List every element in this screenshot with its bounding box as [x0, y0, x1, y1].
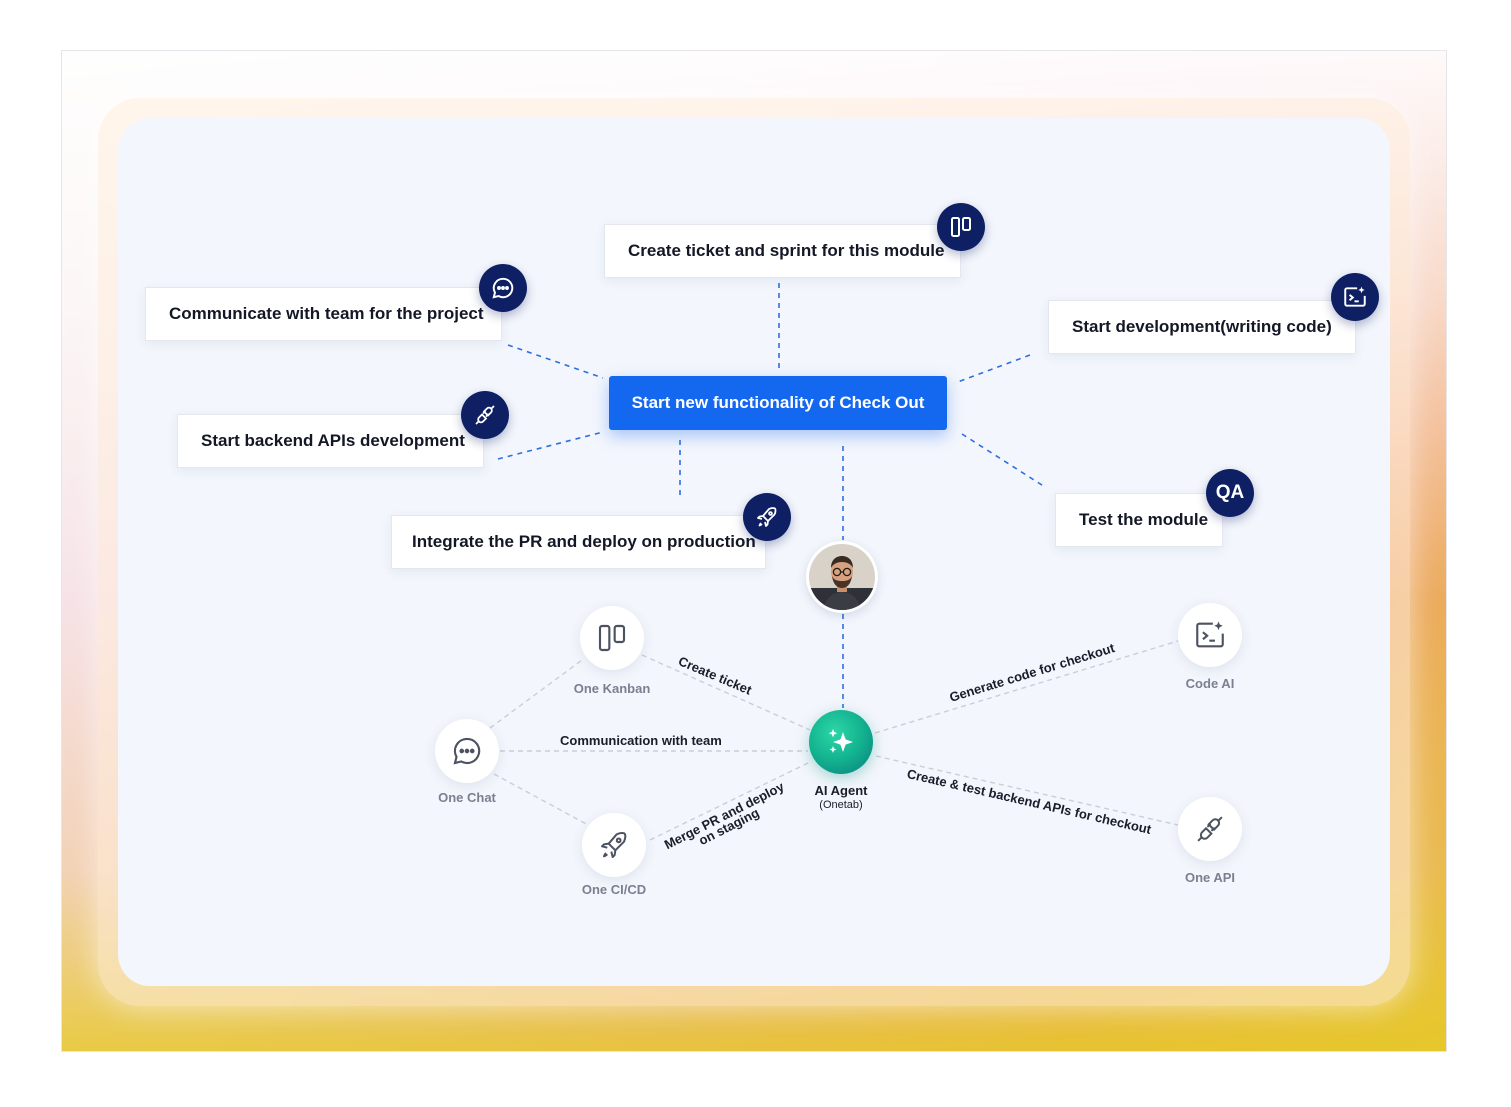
edge-chat-kanban — [489, 659, 583, 729]
tool-one-kanban[interactable] — [580, 606, 644, 670]
task-label: Communicate with team for the project — [169, 304, 484, 323]
task-label: Integrate the PR and deploy on productio… — [412, 532, 756, 551]
sparkle-icon — [828, 729, 853, 753]
rocket-icon — [757, 507, 777, 527]
chat-icon — [453, 737, 481, 765]
task-development[interactable]: Start development(writing code) — [1048, 300, 1356, 354]
plug-badge — [461, 391, 509, 439]
connector-development — [954, 354, 1031, 384]
rocket-icon — [601, 832, 627, 858]
tool-code-ai[interactable] — [1178, 603, 1242, 667]
tool-one-chat-label: One Chat — [438, 790, 496, 805]
qa-badge: QA — [1206, 469, 1254, 517]
ai-agent-label: AI Agent (Onetab) — [771, 783, 911, 813]
tool-one-kanban-label: One Kanban — [573, 681, 651, 696]
task-label: Start backend APIs development — [201, 431, 465, 450]
task-label: Test the module — [1079, 510, 1209, 529]
kanban-icon — [598, 624, 626, 652]
plug-icon — [1197, 816, 1223, 842]
task-create-ticket[interactable]: Create ticket and sprint for this module — [604, 224, 961, 278]
tool-code-ai-label: Code AI — [1185, 676, 1235, 691]
kanban-icon — [951, 217, 971, 237]
central-task[interactable]: Start new functionality of Check Out — [609, 376, 947, 430]
rocket-badge — [743, 493, 791, 541]
ai-agent-node[interactable] — [809, 710, 873, 774]
ai-agent-sub: (Onetab) — [819, 799, 863, 811]
tool-one-api[interactable] — [1178, 797, 1242, 861]
edge-kanban-agent — [641, 654, 811, 731]
task-backend[interactable]: Start backend APIs development — [177, 414, 484, 468]
code-ai-badge — [1331, 273, 1379, 321]
tool-one-cicd-label: One CI/CD — [581, 882, 647, 897]
tool-one-cicd[interactable] — [582, 813, 646, 877]
ai-agent-name: AI Agent — [814, 783, 868, 798]
tool-one-chat[interactable] — [435, 719, 499, 783]
tool-one-api-label: One API — [1184, 870, 1236, 885]
chat-icon — [492, 277, 514, 299]
code-ai-icon — [1344, 286, 1366, 307]
edge-label-communication: Communication with team — [560, 733, 722, 748]
task-label: Start development(writing code) — [1072, 317, 1332, 336]
edge-chat-cicd — [493, 773, 591, 827]
kanban-badge — [937, 203, 985, 251]
person-portrait-icon — [809, 544, 875, 610]
task-label: Create ticket and sprint for this module — [628, 241, 945, 260]
edge-api-agent — [875, 755, 1179, 826]
edge-cicd-agent — [649, 761, 811, 841]
connector-test — [961, 433, 1046, 488]
edge-codeai-agent — [874, 640, 1179, 734]
code-ai-icon — [1196, 621, 1224, 648]
task-deploy[interactable]: Integrate the PR and deploy on productio… — [391, 515, 766, 569]
plug-icon — [475, 405, 495, 425]
chat-badge — [479, 264, 527, 312]
central-task-label: Start new functionality of Check Out — [631, 393, 925, 412]
user-avatar — [806, 541, 878, 613]
connector-communicate — [507, 344, 604, 379]
task-communicate[interactable]: Communicate with team for the project — [145, 287, 502, 341]
qa-badge-text: QA — [1215, 482, 1245, 503]
connector-backend — [497, 431, 604, 460]
task-test[interactable]: Test the module — [1055, 493, 1223, 547]
